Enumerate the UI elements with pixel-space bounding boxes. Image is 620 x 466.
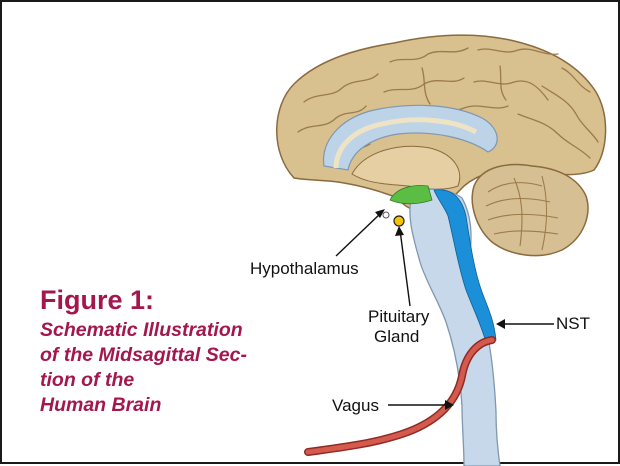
figure-subtitle-line: Schematic Illustration xyxy=(40,318,247,343)
nst-arrowhead xyxy=(496,319,505,329)
figure-subtitle-line: tion of the xyxy=(40,368,247,393)
hypothalamus-leader xyxy=(336,212,382,256)
pituitary-arrowhead xyxy=(395,226,404,236)
figure-title: Figure 1: xyxy=(40,285,154,316)
figure-subtitle-line: of the Midsagittal Sec- xyxy=(40,343,247,368)
pituitary-leader xyxy=(400,230,410,306)
cerebellum xyxy=(472,165,588,256)
optic-dot xyxy=(383,212,389,218)
figure-subtitle-line: Human Brain xyxy=(40,393,247,418)
figure-subtitle: Schematic Illustration of the Midsagitta… xyxy=(40,318,247,418)
pituitary-label-line1: Pituitary xyxy=(368,308,429,326)
vagus-label: Vagus xyxy=(332,397,379,415)
nst-label: NST xyxy=(556,315,590,333)
pituitary-label-line2: Gland xyxy=(374,328,419,346)
pituitary-highlight xyxy=(394,216,404,226)
hypothalamus-label: Hypothalamus xyxy=(250,260,359,278)
